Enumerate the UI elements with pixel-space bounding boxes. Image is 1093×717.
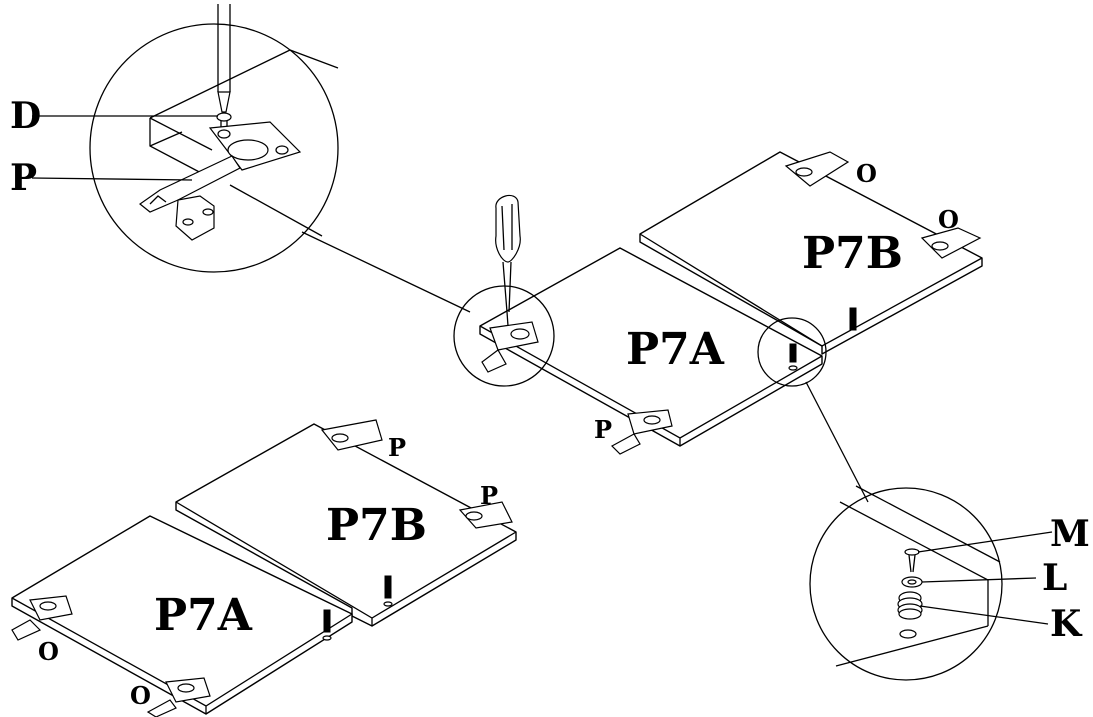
bumper-callout-leader [805, 381, 869, 503]
label-panel-p7b-left: P7B [326, 500, 427, 551]
label-p7a-left-mark-1: O [38, 637, 59, 666]
label-p7b-right-mark-2: O [938, 205, 959, 234]
label-p7b-left-mark-2: P [480, 481, 498, 510]
label-K: K [1050, 603, 1083, 645]
label-p7a-left-mark-2: O [130, 681, 151, 710]
label-L: L [1042, 557, 1067, 599]
label-M: M [1050, 513, 1090, 555]
panel-p7a-left [11, 515, 353, 717]
panel-p7a-right [479, 247, 823, 455]
panel-p7b-right [639, 151, 983, 355]
label-p7b-right-mark-1: O [856, 159, 877, 188]
bumper-magnifier-circle [757, 317, 827, 387]
label-p7b-left-mark-1: P [388, 433, 406, 462]
panel-p7b-left [175, 419, 517, 627]
label-panel-p7a-left: P7A [154, 590, 253, 641]
label-p7a-right-hinge: P [594, 415, 612, 444]
hinge-magnifier-circle [453, 285, 555, 387]
label-panel-p7a-right: P7A [626, 324, 725, 375]
label-D: D [10, 95, 41, 137]
callout-leader-line [301, 231, 471, 313]
screwdriver-icon [495, 194, 521, 327]
label-panel-p7b-right: P7B [802, 228, 903, 279]
hinge-detail-callout [31, 4, 339, 273]
label-P-detail: P [10, 157, 37, 199]
bumper-detail-callout [809, 485, 1053, 681]
